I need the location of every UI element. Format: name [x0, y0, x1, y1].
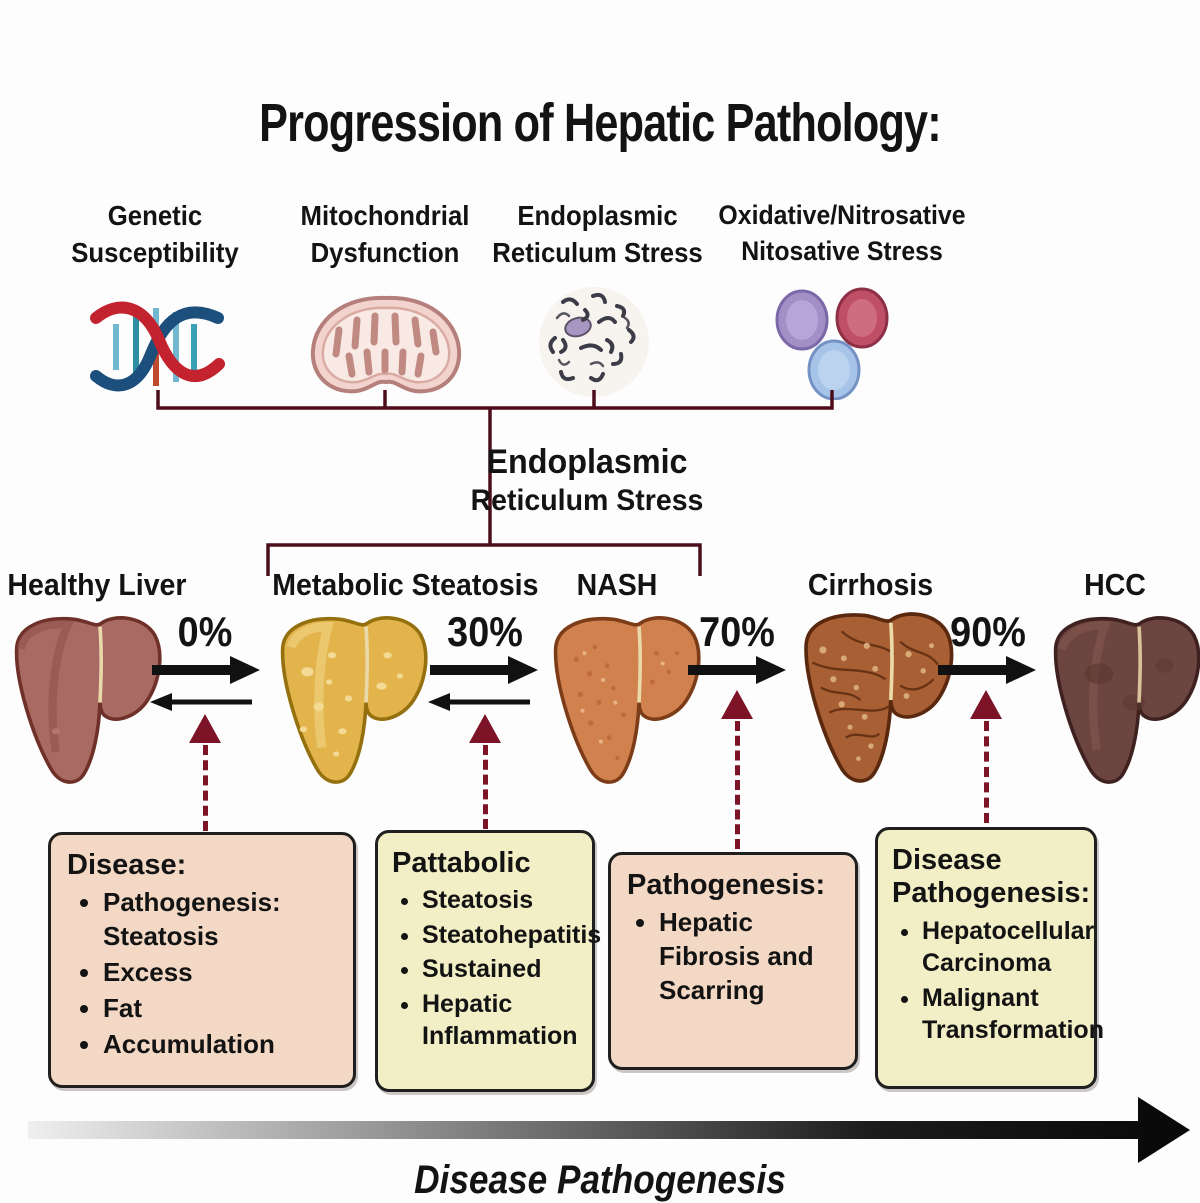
progression-arrows-steatosis-nash [428, 656, 538, 711]
arrowhead [721, 690, 753, 719]
bullet-item: Fat [103, 992, 337, 1026]
bullet-item: Hepatocellular Carcinoma [922, 915, 1094, 980]
bullet-item: Hepatic Fibrosis and Scarring [659, 906, 839, 1007]
factor-label-er-stress: Endoplasmic Reticulum Stress [492, 200, 703, 268]
info-box-hcc-disease-pathogenesis: Disease Pathogenesis: Hepatocellular Car… [875, 827, 1104, 1089]
stage-label-cirrhosis: Cirrhosis [807, 567, 934, 602]
info-box-nash-pathogenesis: Pathogenesis: Hepatic Fibrosis and Scarr… [608, 852, 858, 1070]
progression-arrow-cirrhosis-hcc [938, 656, 1036, 684]
dashed-stem [202, 745, 208, 831]
transition-percent-90: 90% [950, 608, 1026, 655]
factor-label-mitochondrial-dysfunction: Mitochondrial Dysfunction [300, 200, 470, 268]
bullet-item: Excess [103, 956, 337, 990]
arrowhead [189, 714, 221, 743]
dna-icon [90, 301, 225, 392]
converging-er-stress-label: Endoplasmic Reticulum Stress [470, 443, 704, 518]
stage-label-hcc: HCC [1084, 567, 1146, 602]
page-title: Progression of Hepatic Pathology: [259, 93, 942, 153]
info-box-healthy-disease: Disease: Pathogenesis: Steatosis Excess … [48, 832, 356, 1088]
bottom-axis-label: Disease Pathogenesis [414, 1158, 786, 1202]
arrowhead [469, 714, 501, 743]
info-box-title: Disease Pathogenesis: [892, 844, 1091, 910]
info-box-bullets: Pathogenesis: Steatosis Excess Fat Accum… [67, 886, 337, 1061]
info-box-bullets: Hepatic Fibrosis and Scarring [627, 906, 839, 1007]
bullet-item: Accumulation [103, 1028, 337, 1062]
info-box-title: Disease: [67, 849, 187, 881]
info-box-title: Pattabolic [392, 847, 531, 879]
transition-percent-70: 70% [699, 608, 775, 655]
stage-label-healthy-liver: Healthy Liver [7, 567, 187, 602]
arrowhead [970, 690, 1002, 719]
steatosis-liver-illustration [280, 616, 428, 784]
dashed-up-arrow-box4 [968, 690, 1004, 823]
bullet-item: Hepatic Inflammation [422, 988, 584, 1053]
endoplasmic-reticulum-icon [539, 287, 649, 397]
stressed-cells-icon [775, 287, 889, 400]
healthy-liver-illustration [14, 616, 162, 784]
dashed-up-arrow-box3 [719, 690, 755, 849]
transition-percent-30: 30% [447, 608, 523, 655]
disease-pathogenesis-axis-arrow [28, 1121, 1150, 1139]
bullet-item: Steatohepatitis [422, 919, 601, 952]
dashed-up-arrow-box2 [467, 714, 503, 829]
transition-percent-0: 0% [177, 608, 233, 655]
axis-arrowhead [1138, 1097, 1190, 1163]
dashed-stem [734, 721, 740, 849]
progression-arrow-nash-cirrhosis [688, 656, 786, 684]
hcc-liver-illustration [1053, 616, 1200, 784]
info-box-title: Pathogenesis: [627, 869, 826, 901]
dashed-stem [983, 721, 989, 823]
cirrhosis-liver-illustration [804, 612, 954, 783]
factor-label-oxidative-nitrosative-stress: Oxidative/Nitrosative Nitosative Stress [718, 200, 966, 266]
dashed-stem [482, 745, 488, 829]
mitochondria-icon [310, 295, 462, 394]
stage-label-metabolic-steatosis: Metabolic Steatosis [272, 567, 539, 602]
bullet-item: Steatosis [422, 884, 584, 917]
info-box-bullets: Hepatocellular Carcinoma Malignant Trans… [892, 915, 1104, 1047]
bullet-item: Malignant Transformation [922, 982, 1104, 1047]
info-box-bullets: Steatosis Steatohepatitis Sustained Hepa… [392, 884, 601, 1053]
dashed-up-arrow-box1 [187, 714, 223, 831]
stage-label-nash: NASH [576, 567, 658, 602]
factor-label-genetic-susceptibility: Genetic Susceptibility [71, 200, 239, 268]
bullet-item: Pathogenesis: Steatosis [103, 886, 337, 954]
info-box-steatosis: Pattabolic Steatosis Steatohepatitis Sus… [375, 830, 601, 1092]
bullet-item: Sustained [422, 953, 584, 986]
nash-liver-illustration [553, 616, 701, 784]
progression-arrows-healthy-steatosis [150, 656, 260, 711]
